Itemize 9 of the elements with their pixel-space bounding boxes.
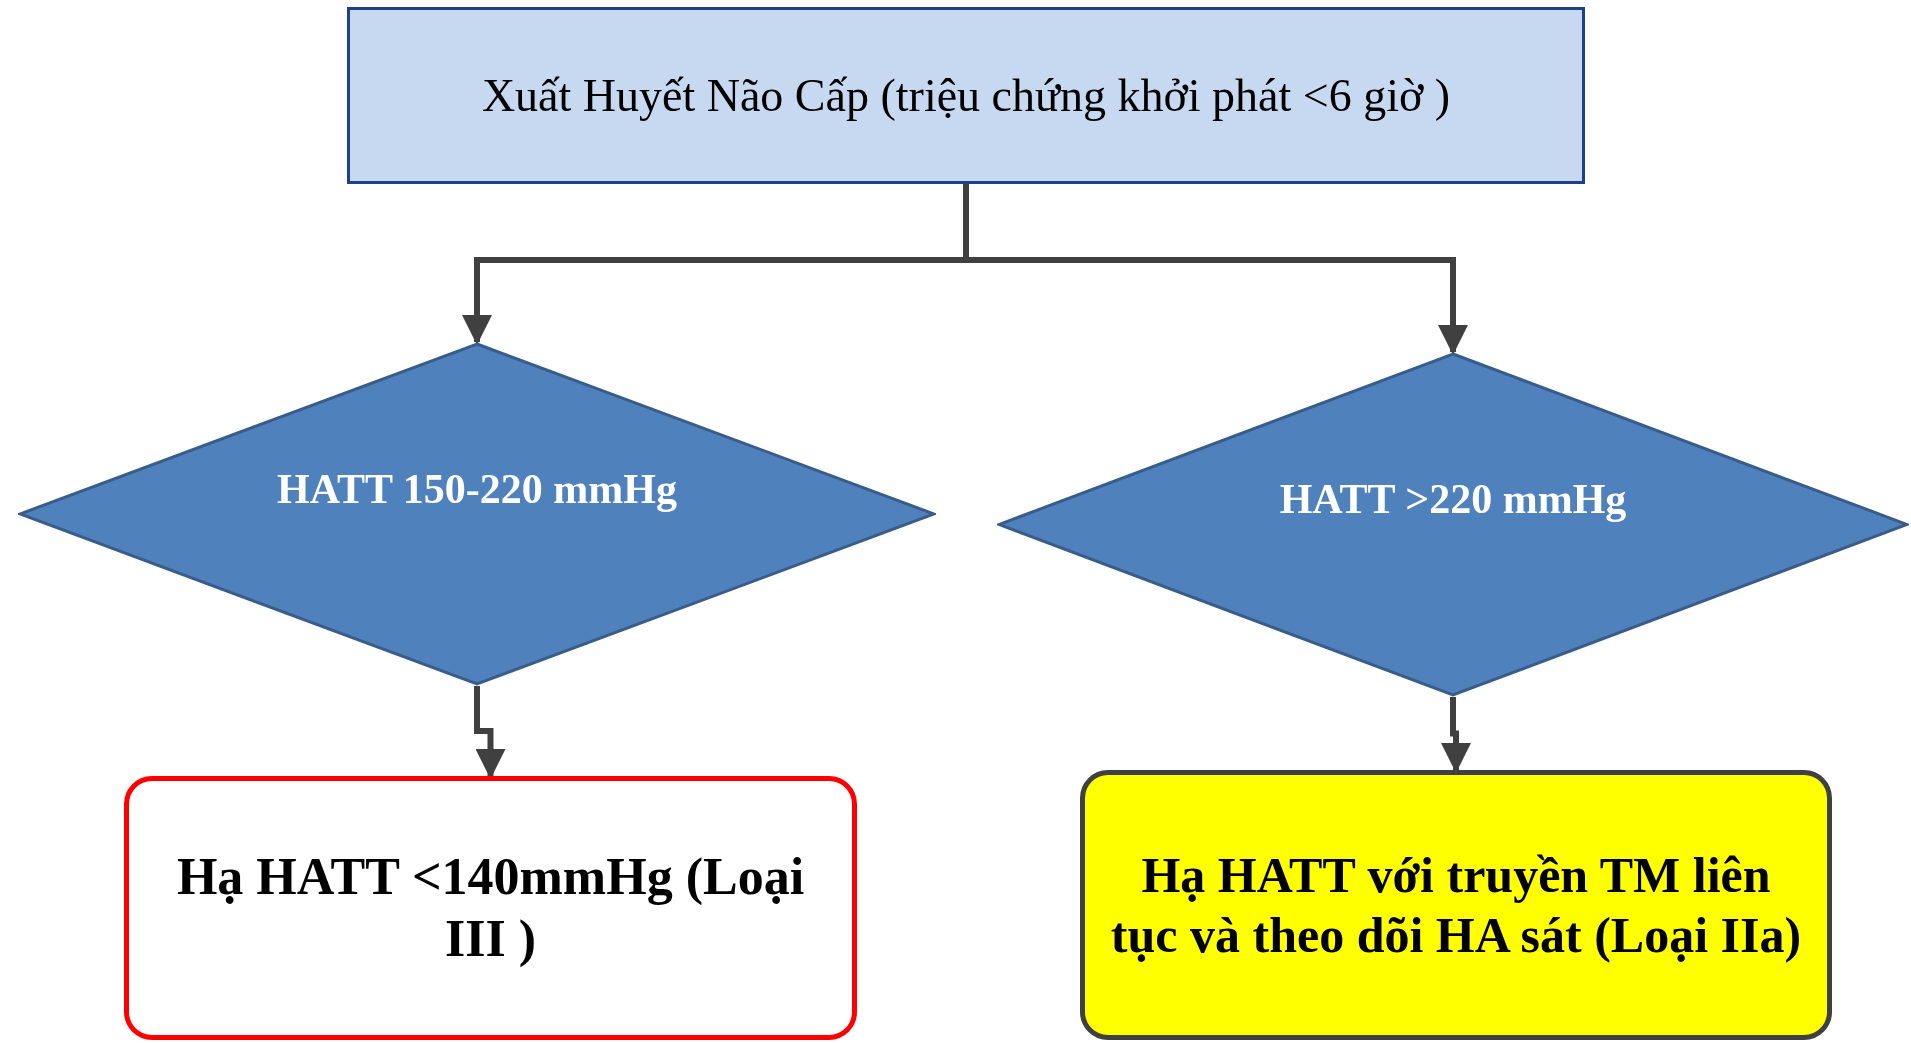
node-text: Hạ HATT <140mmHg (Loại III ) <box>175 846 806 969</box>
node-text: Hạ HATT với truyền TM liên tục và theo dõi HA sát (Loại IIa) <box>1109 846 1803 965</box>
arrow <box>963 184 1468 355</box>
result-box <box>1080 770 1832 1040</box>
node-text: Xuất Huyết Não Cấp (triệu chứng khởi phát <6 giờ ) <box>481 68 1451 123</box>
condition-label: HATT >220 mmHg <box>1279 475 1627 524</box>
condition-label: HATT 150-220 mmHg <box>277 464 677 514</box>
result-box <box>124 776 857 1040</box>
process-box <box>347 7 1585 184</box>
